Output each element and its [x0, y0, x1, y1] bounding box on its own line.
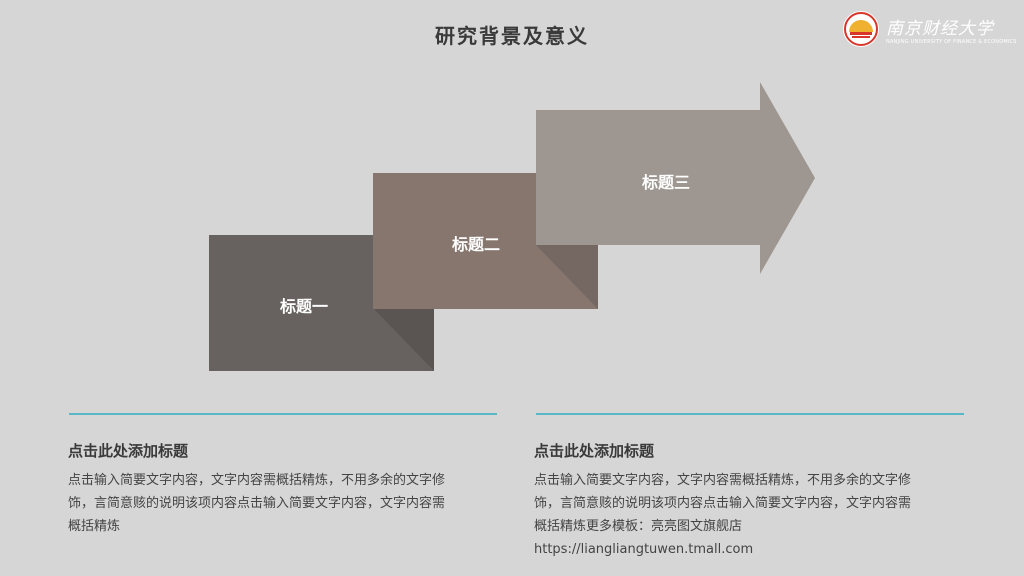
column-heading: 点击此处添加标题 — [534, 442, 655, 460]
university-english-name: NANJING UNIVERSITY OF FINANCE & ECONOMIC… — [886, 39, 1017, 45]
step-arrow-3 — [536, 82, 815, 274]
slide-title: 研究背景及意义 — [435, 24, 589, 48]
text-column-left: 点击此处添加标题 点击输入简要文字内容，文字内容需概括精炼，不用多余的文字修 饰… — [68, 440, 508, 538]
step-label-3: 标题三 — [641, 173, 690, 192]
column-body: 点击输入简要文字内容，文字内容需概括精炼，不用多余的文字修 饰，言简意赅的说明该… — [68, 469, 508, 538]
step-shadow-1 — [373, 308, 434, 371]
body-line: 饰，言简意赅的说明该项内容点击输入简要文字内容，文字内容需 — [68, 496, 446, 511]
column-body: 点击输入简要文字内容，文字内容需概括精炼，不用多余的文字修 饰，言简意赅的说明该… — [534, 469, 974, 561]
text-column-right: 点击此处添加标题 点击输入简要文字内容，文字内容需概括精炼，不用多余的文字修 饰… — [534, 440, 974, 561]
university-emblem-icon — [843, 11, 879, 47]
step-label-2: 标题二 — [451, 235, 500, 254]
body-line: 点击输入简要文字内容，文字内容需概括精炼，不用多余的文字修 — [68, 473, 446, 488]
body-line: 点击输入简要文字内容，文字内容需概括精炼，不用多余的文字修 — [534, 473, 912, 488]
university-name: 南京财经大学 — [886, 19, 994, 39]
body-line: 概括精炼 — [68, 519, 121, 534]
body-line: 饰，言简意赅的说明该项内容点击输入简要文字内容，文字内容需 — [534, 496, 912, 511]
divider-right — [536, 413, 964, 415]
step-shadow-2 — [536, 245, 598, 309]
step-label-1: 标题一 — [279, 297, 328, 316]
step-shapes — [209, 82, 815, 371]
university-logo: 南京财经大学 NANJING UNIVERSITY OF FINANCE & E… — [842, 10, 1020, 50]
body-line: 概括精炼更多模板：亮亮图文旗舰店 — [534, 519, 743, 534]
step-diagram: 标题一 标题二 标题三 — [209, 82, 815, 371]
column-heading: 点击此处添加标题 — [68, 442, 189, 460]
divider-left — [69, 413, 497, 415]
store-link[interactable]: https://liangliangtuwen.tmall.com — [534, 542, 754, 557]
